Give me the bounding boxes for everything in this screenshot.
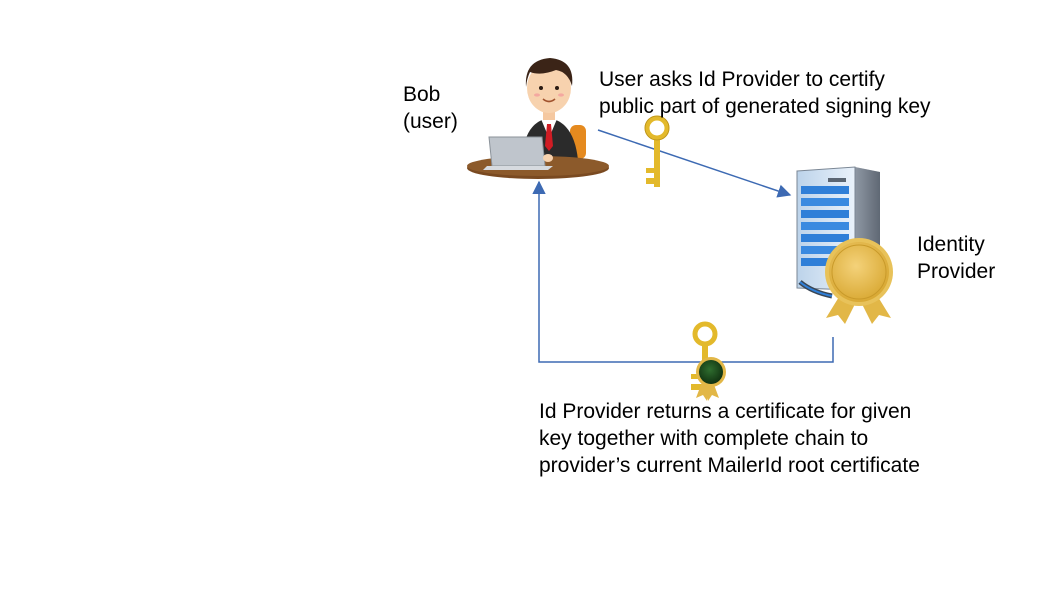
- response-line-2: key together with complete chain to: [539, 427, 869, 450]
- provider-label-line-1: Identity: [917, 233, 985, 256]
- request-line-2: public part of generated signing key: [599, 95, 931, 118]
- request-arrow: [597, 129, 792, 198]
- user-label: Bob (user): [403, 81, 458, 135]
- request-description: User asks Id Provider to certify public …: [599, 66, 931, 120]
- response-arrow: [532, 180, 834, 363]
- response-line-3: provider’s current MailerId root certifi…: [539, 454, 920, 477]
- response-line-1: Id Provider returns a certificate for gi…: [539, 400, 912, 423]
- gold-seal-icon: [825, 238, 893, 324]
- request-line-1: User asks Id Provider to certify: [599, 68, 885, 91]
- provider-label-line-2: Provider: [917, 260, 996, 283]
- key-icon: [644, 115, 670, 187]
- user-name: Bob: [403, 83, 441, 106]
- user-at-laptop-icon: [467, 58, 609, 179]
- user-role: (user): [403, 110, 458, 133]
- certified-key-icon: [691, 321, 726, 401]
- response-description: Id Provider returns a certificate for gi…: [539, 398, 920, 479]
- provider-label: Identity Provider: [917, 231, 995, 285]
